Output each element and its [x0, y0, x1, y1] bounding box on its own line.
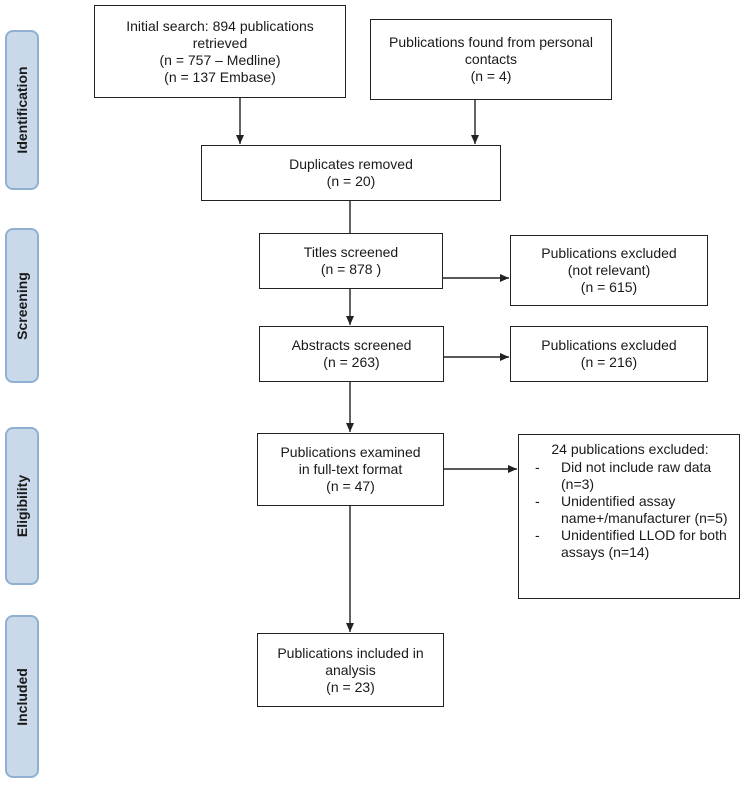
titles-screened-box: Titles screened (n = 878 ): [259, 233, 443, 289]
phase-screening: Screening: [5, 228, 39, 383]
phase-included: Included: [5, 615, 39, 778]
exclusion-reasons-list: Did not include raw data (n=3) Unidentif…: [529, 459, 731, 561]
duplicates-removed-box: Duplicates removed (n = 20): [201, 145, 501, 201]
fulltext-excluded-title: 24 publications excluded:: [551, 441, 709, 457]
fulltext-excluded-box: 24 publications excluded: Did not includ…: [518, 434, 740, 599]
phase-eligibility: Eligibility: [5, 427, 39, 585]
included-analysis-box: Publications included in analysis (n = 2…: [257, 633, 444, 707]
initial-search-box: Initial search: 894 publications retriev…: [94, 5, 346, 98]
abstracts-screened-box: Abstracts screened (n = 263): [259, 326, 444, 382]
excluded-not-relevant-box: Publications excluded (not relevant) (n …: [510, 235, 708, 306]
phase-identification: Identification: [5, 30, 39, 190]
exclusion-reason-llod: Unidentified LLOD for both assays (n=14): [529, 527, 731, 561]
exclusion-reason-raw-data: Did not include raw data (n=3): [529, 459, 731, 493]
exclusion-reason-assay-manufacturer: Unidentified assay name+/manufacturer (n…: [529, 493, 731, 527]
fulltext-examined-box: Publications examined in full-text forma…: [257, 433, 444, 506]
excluded-abstracts-box: Publications excluded (n = 216): [510, 326, 708, 382]
personal-contacts-box: Publications found from personal contact…: [370, 19, 612, 100]
